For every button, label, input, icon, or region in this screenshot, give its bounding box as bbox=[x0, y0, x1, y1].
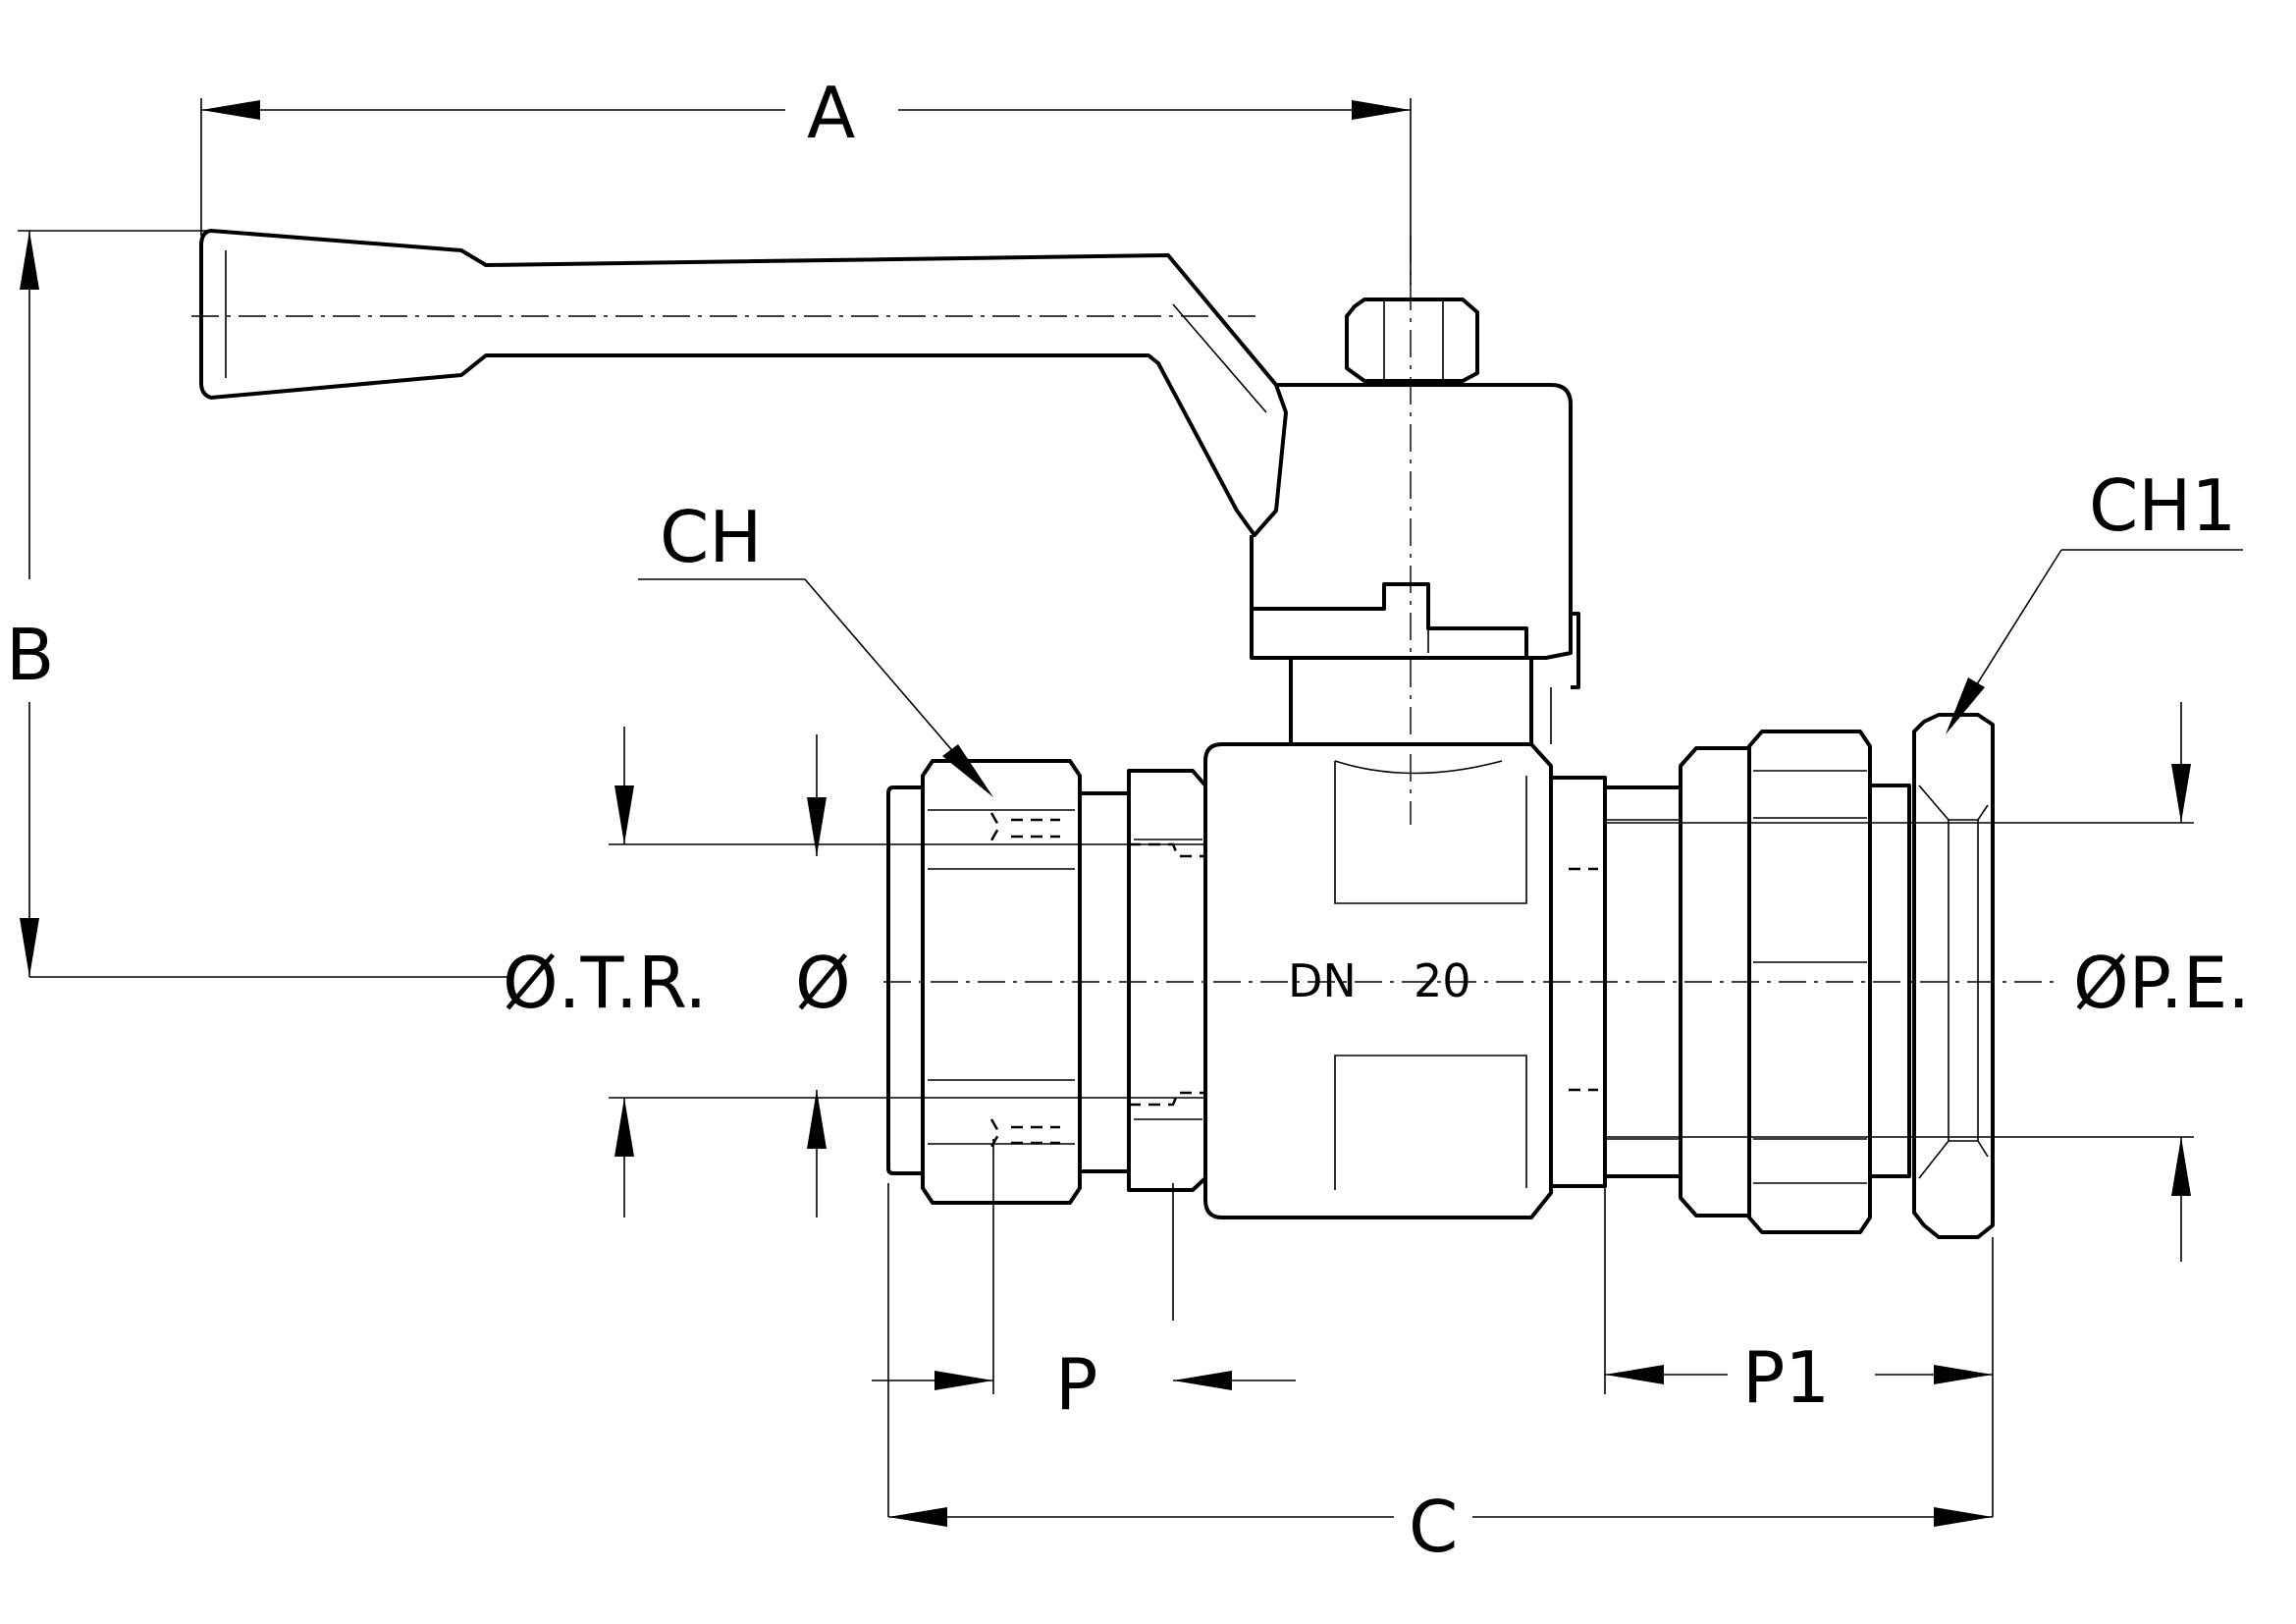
dimension-otr: Ø.T.R. Ø bbox=[503, 727, 1207, 1218]
right-union-fitting bbox=[1551, 713, 1995, 1239]
dimension-p1-label: P1 bbox=[1742, 1336, 1830, 1419]
dimension-p1: P1 bbox=[1604, 1186, 1994, 1517]
lever-handle bbox=[199, 229, 1288, 537]
leader-ch1: CH1 bbox=[1946, 464, 2243, 734]
body-dn-text: DN bbox=[1288, 954, 1357, 1007]
top-nut bbox=[1345, 298, 1479, 383]
otr-label: Ø.T.R. bbox=[503, 942, 707, 1024]
dimension-c: C bbox=[888, 1486, 1993, 1568]
ope-label: ØP.E. bbox=[2073, 942, 2250, 1024]
valve-body: DN 20 bbox=[1203, 742, 1553, 1219]
stem-head bbox=[1250, 383, 1580, 689]
left-compression-fitting bbox=[886, 759, 1207, 1321]
leader-ch: CH bbox=[638, 496, 993, 797]
dimension-p-label: P bbox=[1055, 1343, 1097, 1426]
dimension-c-label: C bbox=[1409, 1486, 1458, 1568]
dimension-b-label: B bbox=[6, 614, 54, 696]
ch1-label: CH1 bbox=[2089, 464, 2236, 547]
dimension-ope: ØP.E. bbox=[1605, 702, 2250, 1262]
dimension-p: P bbox=[872, 1139, 1296, 1517]
dimension-b: B bbox=[6, 230, 510, 978]
center-lines bbox=[191, 236, 2061, 983]
dimension-a-label: A bbox=[807, 72, 855, 154]
o-label: Ø bbox=[795, 942, 851, 1024]
dimension-a: A bbox=[200, 72, 1412, 285]
stem-neck bbox=[1289, 658, 1552, 744]
body-size-text: 20 bbox=[1414, 954, 1471, 1007]
ch-label: CH bbox=[660, 496, 762, 578]
